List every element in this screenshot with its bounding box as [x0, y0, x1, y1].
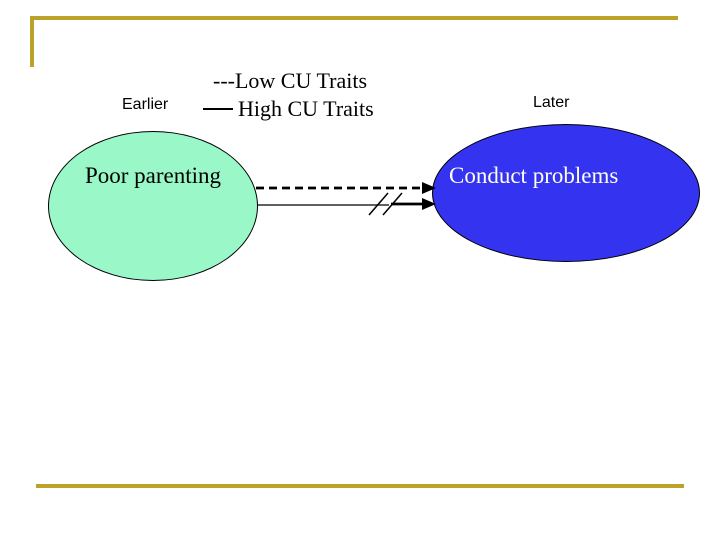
gold-left-border	[30, 16, 34, 67]
significance-slash-marks	[368, 192, 403, 216]
gold-top-border	[30, 16, 678, 20]
solid-line-swatch	[203, 108, 233, 110]
later-label: Later	[533, 94, 570, 111]
earlier-label: Earlier	[122, 96, 169, 113]
legend: ---Low CU Traits High CU Traits	[203, 67, 374, 123]
solid-arrow	[257, 198, 436, 210]
poor-parenting-label: Poor parenting	[84, 163, 222, 188]
legend-dashed-entry: ---Low CU Traits	[213, 68, 368, 93]
legend-solid-label: High CU Traits	[238, 96, 374, 121]
poor-parenting-node: Poor parenting	[48, 131, 258, 281]
legend-solid-entry: High CU Traits	[203, 95, 374, 123]
conduct-problems-label: Conduct problems	[449, 163, 619, 188]
dashed-arrow	[256, 182, 436, 194]
conduct-problems-node: Conduct problems	[432, 124, 700, 262]
gold-bottom-border	[36, 484, 684, 488]
